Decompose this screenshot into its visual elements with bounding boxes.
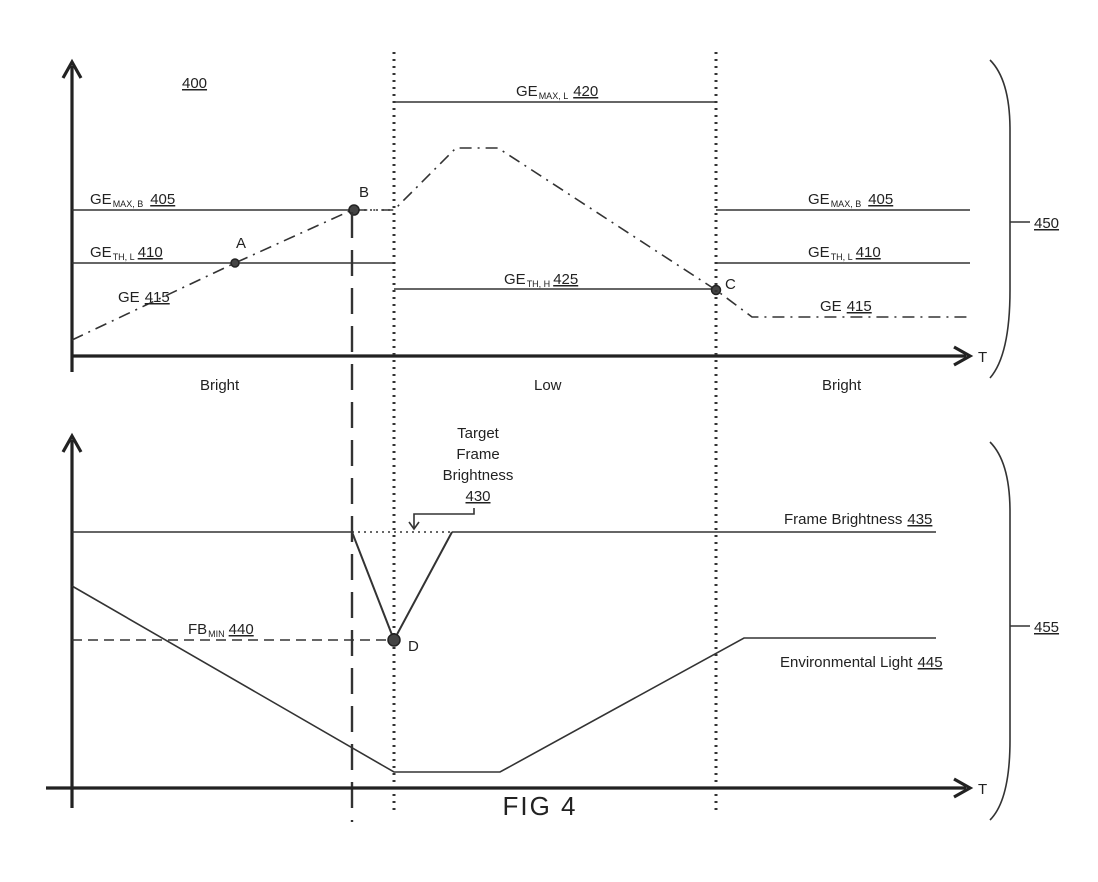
bottom-y-axis-arrow [61, 432, 83, 453]
target-label-line2: Frame [456, 446, 499, 463]
point-d-marker [387, 633, 401, 647]
bottom-x-axis-label: T [978, 781, 987, 798]
bottom-x-axis-arrow [953, 777, 974, 799]
top-x-axis-arrow [953, 345, 974, 367]
top-x-axis-label: T [978, 349, 987, 366]
point-a-label: A [236, 235, 246, 252]
target-ref: 430 [465, 488, 490, 505]
point-a-marker [230, 258, 240, 268]
top-panel-brace [989, 59, 1011, 379]
top-bracket-ref: 450 [1034, 215, 1059, 232]
point-b-marker [348, 204, 360, 216]
bottom-panel: T D Target Frame Brightness 430 Frame Br… [46, 425, 1059, 821]
top-y-axis-arrow [61, 58, 83, 79]
target-leader [413, 508, 475, 528]
point-c-label: C [725, 276, 736, 293]
environmental-light-curve [71, 585, 936, 773]
target-label-line1: Target [457, 425, 500, 442]
region-bright-right: Bright [822, 377, 862, 394]
frame-brightness-dip [351, 531, 453, 643]
target-label-line3: Brightness [443, 467, 514, 484]
top-panel-ref: 400 [182, 75, 207, 92]
point-b-label: B [359, 184, 369, 201]
point-d-label: D [408, 638, 419, 655]
figure-caption: FIG 4 [502, 791, 577, 821]
region-low: Low [534, 377, 562, 394]
bottom-panel-brace [989, 441, 1011, 821]
region-bright-left: Bright [200, 377, 240, 394]
target-leader-arrow [408, 521, 420, 531]
bottom-bracket-ref: 455 [1034, 619, 1059, 636]
